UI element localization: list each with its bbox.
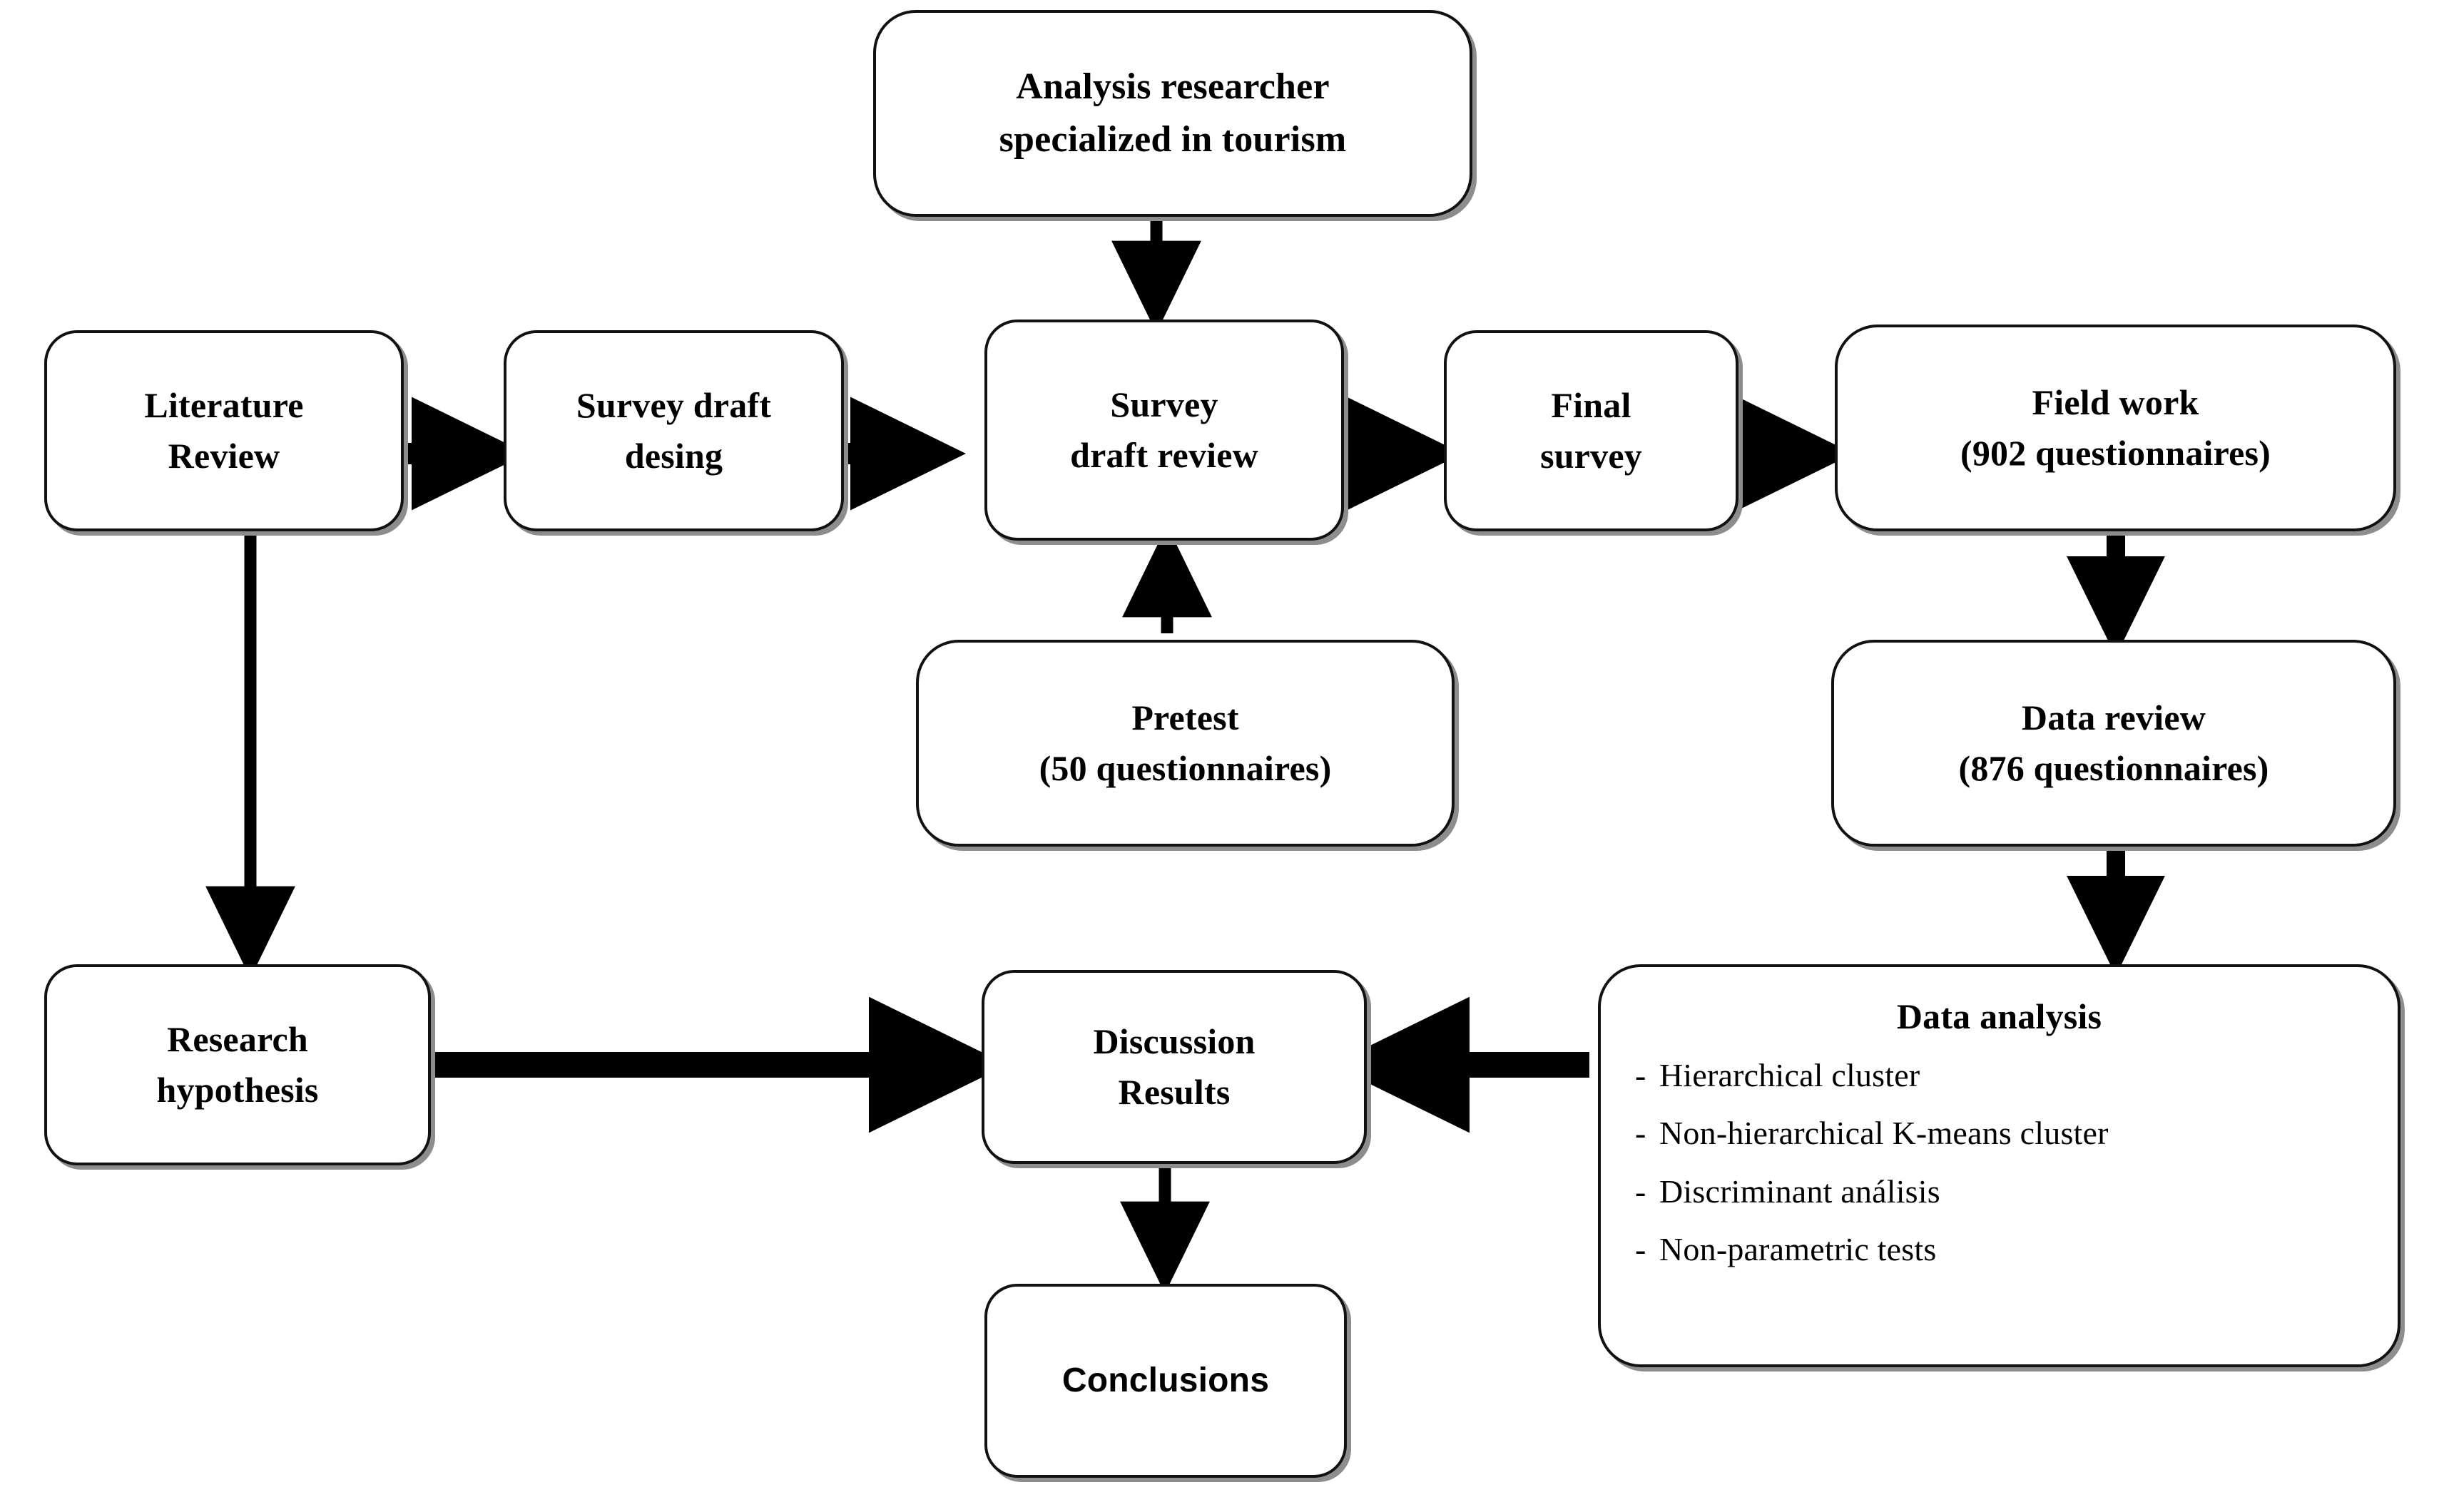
bullet-dash-icon: -: [1635, 1115, 1646, 1152]
node-literature-review[interactable]: Literature Review: [44, 330, 404, 531]
data-analysis-title: Data analysis: [1896, 996, 2102, 1036]
node-field-work-line1: Field work: [2032, 382, 2199, 422]
node-final-survey-line1: Final: [1551, 385, 1631, 425]
node-research-hypothesis[interactable]: Research hypothesis: [44, 964, 431, 1165]
node-literature-review-line1: Literature: [144, 385, 304, 425]
node-field-work[interactable]: Field work (902 questionnaires): [1835, 325, 2396, 531]
node-survey-draft-review-line2: draft review: [1070, 435, 1258, 475]
node-pretest-line2: (50 questionnaires): [1039, 748, 1332, 788]
node-discussion-results-line2: Results: [1118, 1072, 1231, 1112]
data-analysis-item-label: Discriminant análisis: [1659, 1173, 1940, 1210]
data-analysis-item: - Discriminant análisis: [1635, 1168, 2388, 1215]
data-analysis-item-label: Hierarchical cluster: [1659, 1057, 1920, 1093]
bullet-dash-icon: -: [1635, 1057, 1646, 1093]
data-analysis-item: - Non-hierarchical K-means cluster: [1635, 1110, 2388, 1156]
node-survey-draft-design-line1: Survey draft: [576, 385, 772, 425]
node-analysis-researcher-line2: specialized in tourism: [999, 119, 1347, 160]
node-survey-draft-review[interactable]: Survey draft review: [984, 320, 1344, 541]
node-survey-draft-design[interactable]: Survey draft desing: [504, 330, 844, 531]
node-analysis-researcher[interactable]: Analysis researcher specialized in touri…: [873, 10, 1472, 217]
node-research-hypothesis-line1: Research: [167, 1019, 308, 1059]
node-discussion-results[interactable]: Discussion Results: [982, 970, 1367, 1164]
node-pretest[interactable]: Pretest (50 questionnaires): [916, 640, 1455, 847]
node-data-review-line2: (876 questionnaires): [1958, 748, 2269, 788]
node-conclusions[interactable]: Conclusions: [984, 1284, 1347, 1478]
data-analysis-item-label: Non-parametric tests: [1659, 1230, 1937, 1267]
data-analysis-list: - Hierarchical cluster - Non-hierarchica…: [1611, 1052, 2388, 1272]
node-conclusions-label: Conclusions: [1061, 1361, 1270, 1399]
bullet-dash-icon: -: [1635, 1173, 1646, 1210]
node-survey-draft-design-line2: desing: [624, 436, 723, 476]
node-pretest-line1: Pretest: [1131, 698, 1239, 737]
bullet-dash-icon: -: [1635, 1230, 1646, 1267]
data-analysis-item: - Hierarchical cluster: [1635, 1052, 2388, 1098]
node-data-review-line1: Data review: [2021, 698, 2206, 737]
node-research-hypothesis-line2: hypothesis: [156, 1070, 319, 1110]
node-final-survey-line2: survey: [1540, 436, 1642, 476]
node-final-survey[interactable]: Final survey: [1444, 330, 1738, 531]
node-data-review[interactable]: Data review (876 questionnaires): [1831, 640, 2396, 847]
data-analysis-item: - Non-parametric tests: [1635, 1226, 2388, 1272]
node-discussion-results-line1: Discussion: [1093, 1021, 1256, 1061]
node-survey-draft-review-line1: Survey: [1110, 384, 1218, 424]
node-field-work-line2: (902 questionnaires): [1960, 433, 2271, 473]
node-literature-review-line2: Review: [168, 436, 280, 476]
node-analysis-researcher-line1: Analysis researcher: [1016, 66, 1330, 108]
data-analysis-item-label: Non-hierarchical K-means cluster: [1659, 1115, 2109, 1152]
node-data-analysis[interactable]: Data analysis - Hierarchical cluster - N…: [1598, 964, 2400, 1367]
